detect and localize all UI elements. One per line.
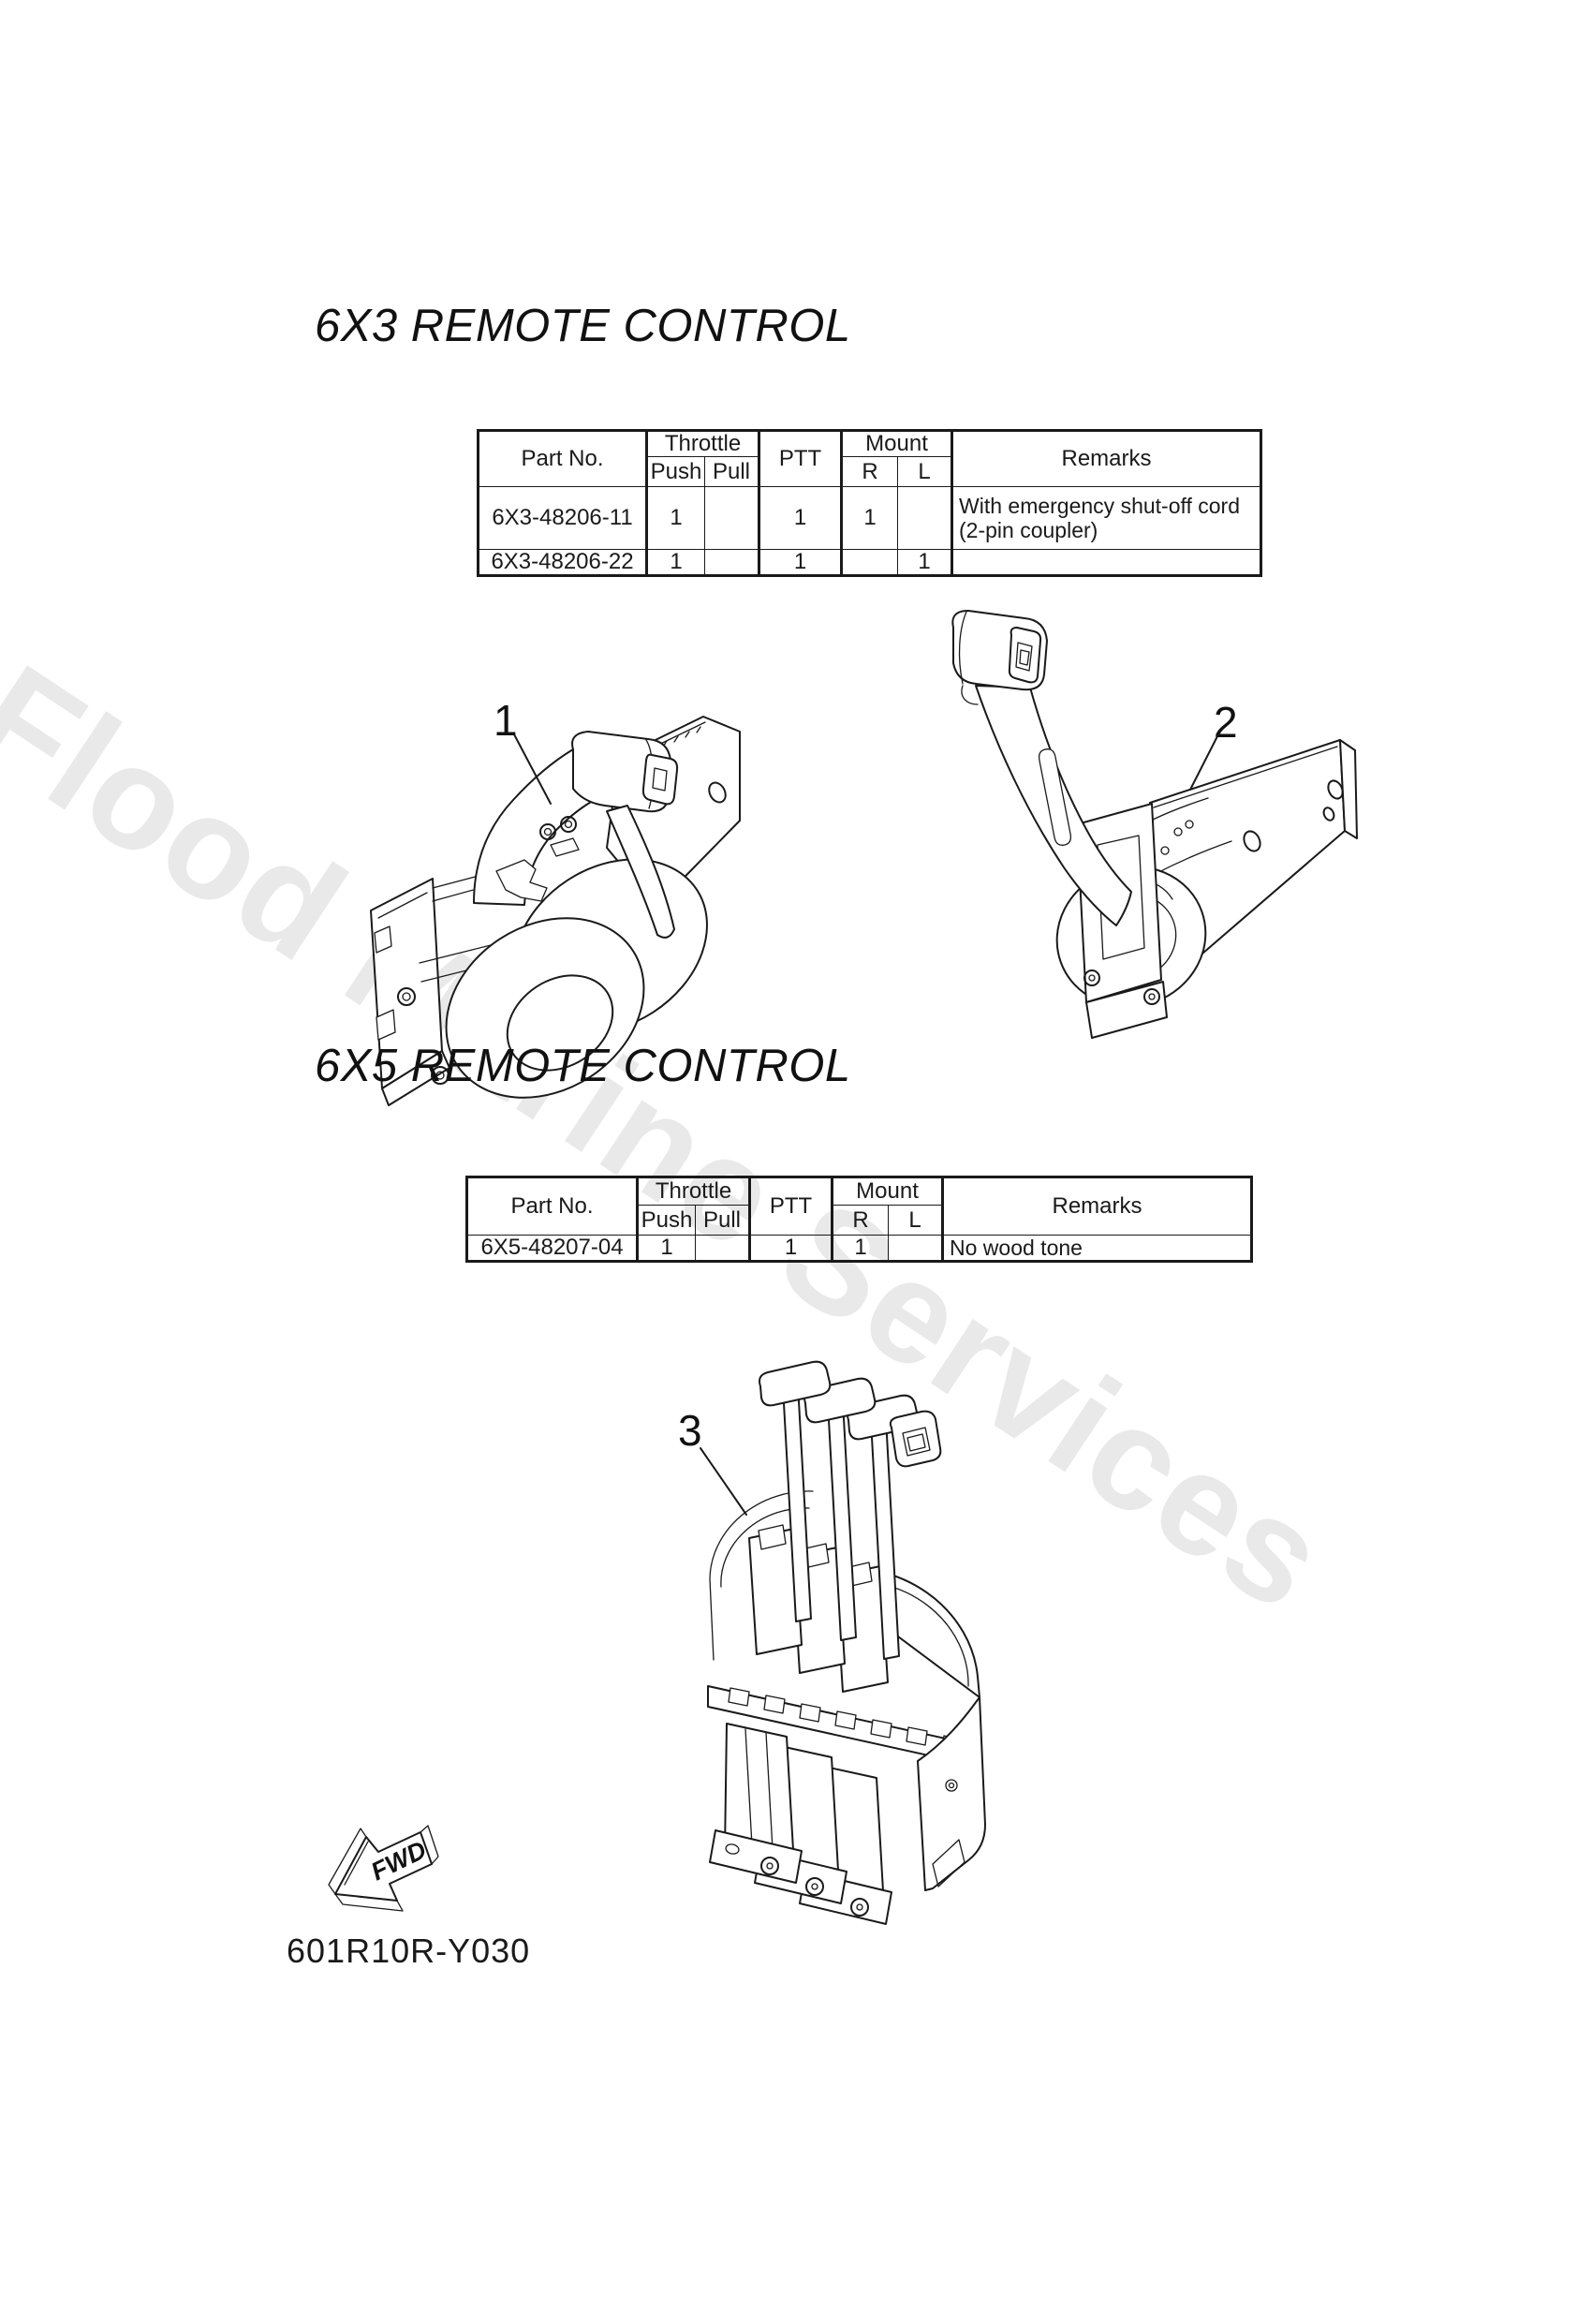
col-header-l: L <box>887 1205 945 1236</box>
callout-1: 1 <box>494 696 518 745</box>
push-value: 1 <box>637 1235 696 1262</box>
col-header-throttle: Throttle <box>646 430 760 457</box>
leader-line-2 <box>1189 735 1218 791</box>
section-title-6x5: 6X5 REMOTE CONTROL <box>315 1041 851 1091</box>
remarks-value <box>951 549 1262 576</box>
col-header-mount: Mount <box>831 1177 945 1206</box>
mount-r-value: 1 <box>832 1235 889 1262</box>
remarks-value: No wood tone <box>942 1235 1253 1262</box>
push-value: 1 <box>646 486 705 550</box>
mount-l-value <box>887 1235 945 1262</box>
drawing-remote-control-1 <box>370 716 741 1106</box>
table-row: 6X5-48207-04 1 1 1 No wood tone <box>466 1235 1253 1262</box>
part-no-value: 6X3-48206-22 <box>478 549 648 576</box>
pull-value <box>704 549 760 576</box>
mount-l-value <box>896 486 954 550</box>
parts-table-6x3: Part No. Throttle PTT Mount Remarks Push… <box>477 429 1263 577</box>
col-header-ptt: PTT <box>758 430 843 487</box>
col-header-push: Push <box>637 1205 696 1236</box>
pull-value <box>704 486 760 550</box>
ptt-value: 1 <box>758 549 843 576</box>
col-header-part-no: Part No. <box>478 430 648 487</box>
parts-table-6x5: Part No. Throttle PTT Mount Remarks Push… <box>465 1176 1254 1263</box>
mount-l-value: 1 <box>896 549 954 576</box>
remarks-value: With emergency shut-off cord (2-pin coup… <box>951 486 1262 550</box>
mount-r-value <box>841 549 898 576</box>
col-header-ptt: PTT <box>748 1177 833 1236</box>
table-row: 6X3-48206-22 1 1 1 <box>478 549 1262 576</box>
col-header-r: R <box>841 456 898 487</box>
push-value: 1 <box>646 549 705 576</box>
col-header-remarks: Remarks <box>942 1177 1253 1236</box>
col-header-mount: Mount <box>840 430 954 457</box>
callout-3: 3 <box>678 1406 702 1455</box>
col-header-part-no: Part No. <box>466 1177 639 1236</box>
table-row: 6X3-48206-11 1 1 1 With emergency shut-o… <box>478 486 1262 550</box>
drawing-remote-control-3 <box>700 1360 986 1925</box>
part-no-value: 6X3-48206-11 <box>478 486 648 550</box>
ptt-value: 1 <box>748 1235 833 1262</box>
callout-2: 2 <box>1214 698 1238 747</box>
drawing-code: 601R10R-Y030 <box>287 1932 531 1970</box>
leader-line-3 <box>700 1447 747 1516</box>
drawing-remote-control-2 <box>951 610 1358 1039</box>
col-header-pull: Pull <box>704 456 760 487</box>
section-title-6x3: 6X3 REMOTE CONTROL <box>315 301 851 351</box>
ptt-value: 1 <box>758 486 843 550</box>
col-header-throttle: Throttle <box>637 1177 751 1206</box>
part-no-value: 6X5-48207-04 <box>466 1235 639 1262</box>
col-header-pull: Pull <box>695 1205 751 1236</box>
fwd-arrow-icon: FWD <box>328 1825 439 1912</box>
pull-value <box>695 1235 751 1262</box>
mount-r-value: 1 <box>841 486 898 550</box>
col-header-push: Push <box>646 456 705 487</box>
col-header-remarks: Remarks <box>951 430 1262 487</box>
col-header-l: L <box>896 456 954 487</box>
leader-line-1 <box>513 733 552 805</box>
col-header-r: R <box>832 1205 889 1236</box>
